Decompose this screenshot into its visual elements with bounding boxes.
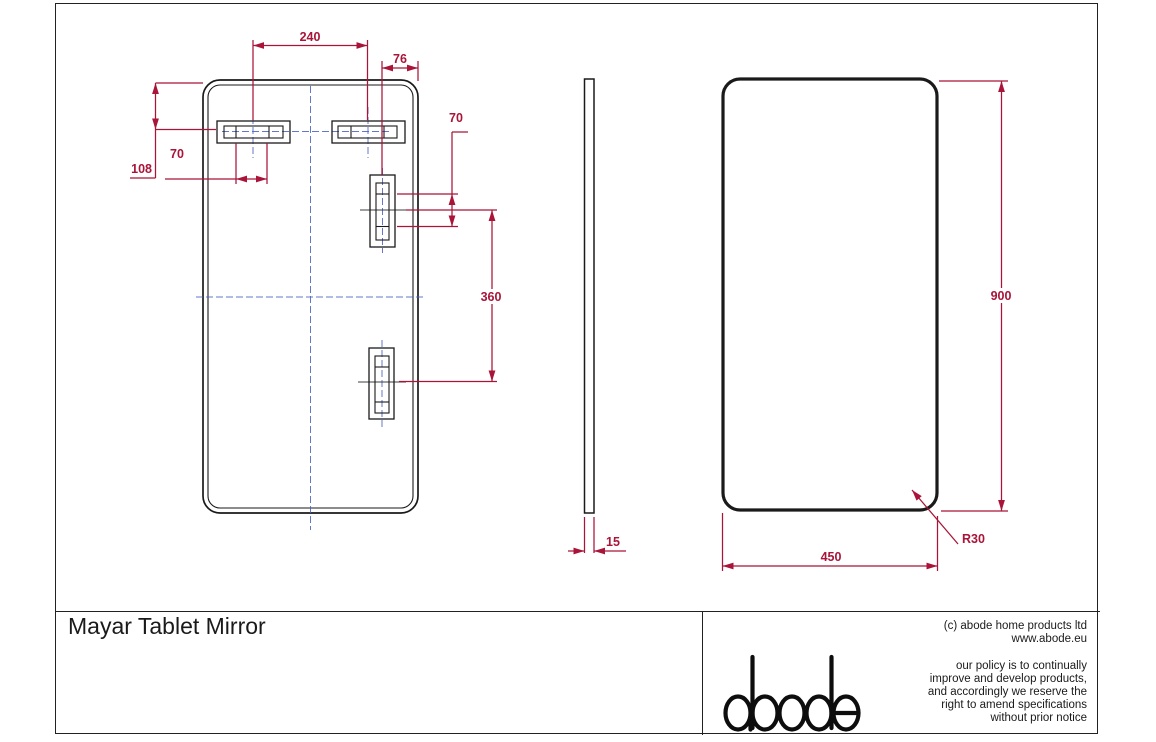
dimension-label-70-left: 70 (170, 147, 184, 161)
rear-view (196, 79, 424, 530)
title-block-divider (55, 611, 1100, 612)
policy-line: and accordingly we reserve the (927, 686, 1087, 698)
dimension-label-108: 108 (131, 162, 152, 176)
technical-drawing: 240 76 108 70 (130, 30, 1018, 571)
centerlines (196, 86, 424, 530)
dimension-label-r30: R30 (962, 532, 985, 546)
page-title: Mayar Tablet Mirror (68, 613, 266, 639)
front-view (721, 77, 939, 512)
title-block-vertical-divider (702, 611, 703, 735)
dimension-360: 360 (399, 209, 506, 383)
legal-text: (c) abode home products ltd www.abode.eu… (928, 620, 1087, 725)
bracket-top-right (331, 120, 406, 144)
bracket-side-lower (368, 347, 395, 420)
dimension-70-left: 70 (165, 143, 268, 184)
dimension-240: 240 (252, 30, 369, 120)
dimension-label-240: 240 (300, 30, 321, 44)
dimension-label-360: 360 (481, 290, 502, 304)
dimension-label-15: 15 (606, 535, 620, 549)
policy-line: without prior notice (990, 712, 1087, 724)
dimension-15: 15 (568, 517, 626, 555)
dimension-label-70-right: 70 (449, 111, 463, 125)
dimension-76: 76 (381, 52, 419, 175)
dimension-label-450: 450 (821, 550, 842, 564)
dimension-label-76: 76 (393, 52, 407, 66)
policy-line: improve and develop products, (929, 673, 1087, 685)
website: www.abode.eu (1011, 633, 1087, 645)
copyright-line: (c) abode home products ltd (943, 620, 1087, 632)
dimension-r30: R30 (911, 489, 985, 546)
dimension-label-900: 900 (991, 289, 1012, 303)
abode-logo: abode (723, 654, 861, 732)
dimension-900: 900 (939, 80, 1018, 512)
dimension-450: 450 (721, 513, 939, 571)
sheet-border (55, 3, 1098, 734)
bracket-top-left (216, 120, 291, 144)
dimension-108: 108 (130, 82, 216, 179)
dimension-70-right: 70 (397, 111, 468, 228)
policy-line: our policy is to continually (955, 660, 1087, 672)
policy-line: right to amend specifications (941, 699, 1087, 711)
side-view (583, 78, 595, 514)
